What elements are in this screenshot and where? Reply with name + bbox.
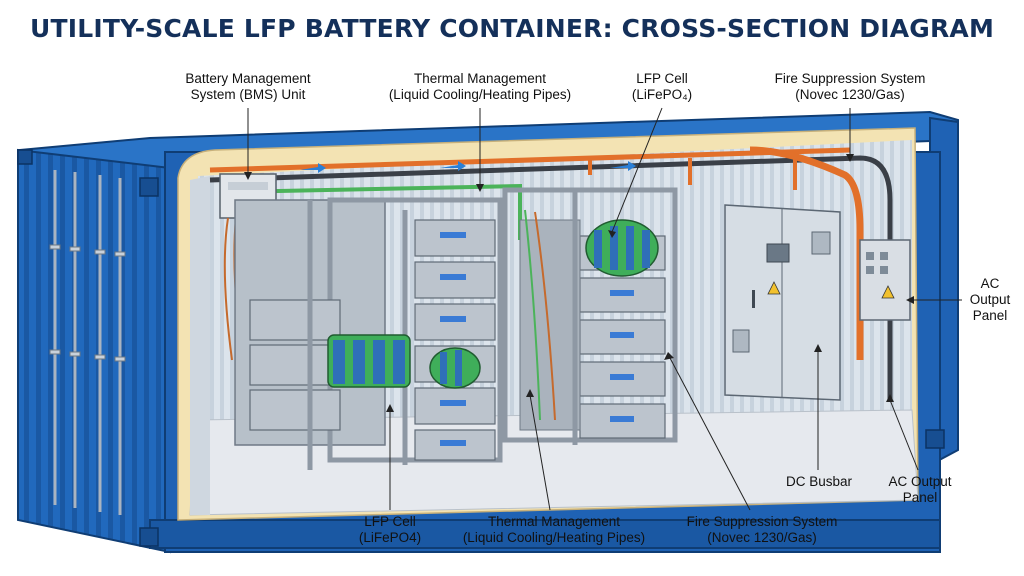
page-title: UTILITY-SCALE LFP BATTERY CONTAINER: CRO… (29, 14, 995, 43)
label-thermal-top: Thermal Management (Liquid Cooling/Heati… (388, 71, 572, 102)
leader-arrowheads (244, 154, 914, 412)
door-handles (49, 244, 126, 362)
battery-rack-left (234, 197, 503, 470)
door-lock-bars (53, 170, 122, 515)
label-fire-bottom: Fire Suppression System (Novec 1230/Gas) (686, 514, 838, 545)
label-lfp-cell-bottom: LFP Cell (LiFePO4) (358, 514, 422, 545)
label-ac-output-bottom: AC Output Panel (888, 474, 952, 505)
label-bms: Battery Management System (BMS) Unit (185, 71, 311, 102)
label-thermal-bottom: Thermal Management (Liquid Cooling/Heati… (462, 514, 646, 545)
flow-arrows (270, 161, 636, 225)
label-fire-top: Fire Suppression System (Novec 1230/Gas) (774, 71, 926, 102)
lfp-cell-cutaway-top (585, 219, 659, 277)
label-dc-busbar: DC Busbar (785, 474, 853, 489)
label-ac-output-right: AC Output Panel (969, 276, 1011, 323)
control-cabinet (724, 204, 841, 401)
ac-output-panel (859, 239, 911, 321)
lfp-cell-cutaway-left (327, 334, 481, 389)
leader-lines (247, 107, 962, 511)
label-lfp-cell-top: LFP Cell (LiFePO₄) (631, 71, 693, 102)
